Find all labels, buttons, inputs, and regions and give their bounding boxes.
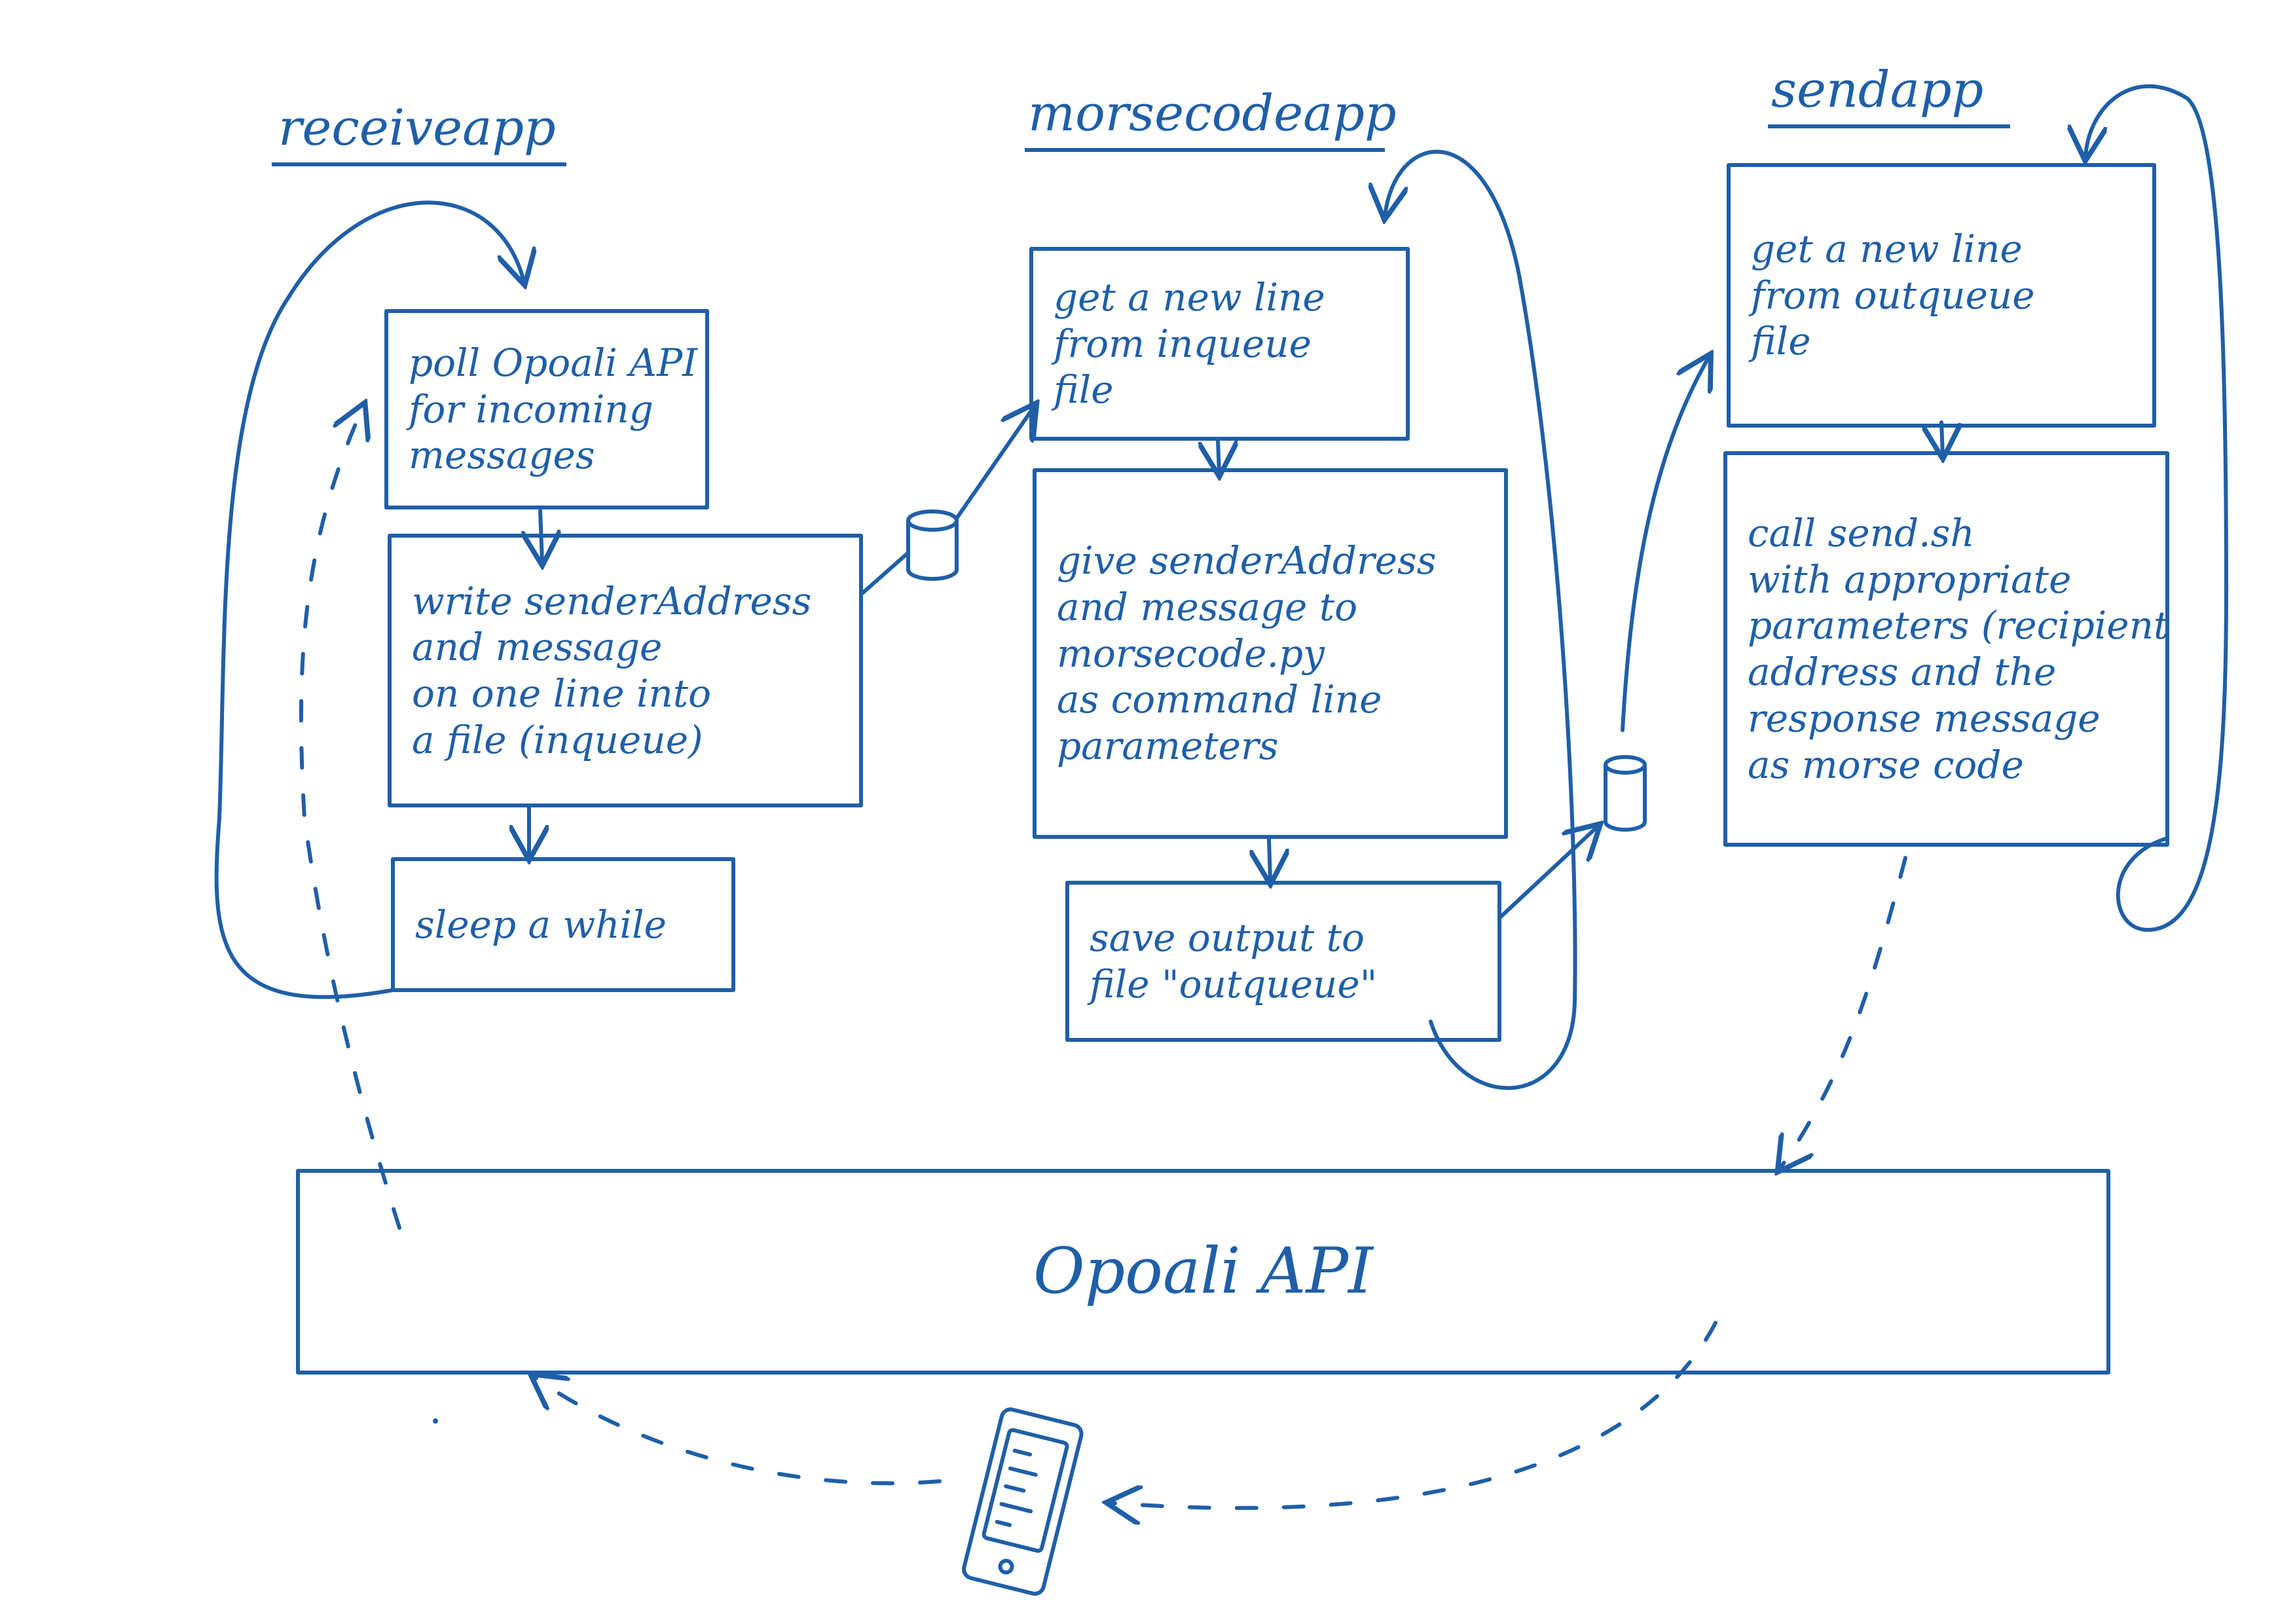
receive-box-sleep-frame	[391, 857, 735, 992]
box-line: parameters (recipient	[1748, 603, 2169, 648]
box-line: address and the	[1748, 650, 2057, 694]
box-line: morsecode.py	[1057, 631, 1325, 676]
box-line: sleep a while	[415, 902, 667, 947]
sendapp-title-underline	[1768, 124, 2010, 128]
mobile-phone-icon	[962, 1407, 1084, 1596]
receive-box-sleep: sleep a while	[393, 859, 733, 990]
receive-box-poll-frame	[384, 309, 709, 509]
morse-box-give-frame	[1033, 468, 1508, 839]
receive-box-write: write senderAddress and message on one l…	[390, 536, 861, 805]
send-box-getline: get a new line from outqueue file	[1729, 165, 2154, 426]
box-line: and message to	[1057, 584, 1358, 629]
box-line: as morse code	[1748, 742, 2024, 787]
box-line: for incoming	[409, 386, 653, 432]
box-line: response message	[1748, 695, 2101, 741]
arrow-give-to-save	[1269, 838, 1270, 881]
send-loop-arrow	[2085, 84, 2228, 932]
receiveapp-title: receiveapp	[278, 98, 556, 157]
box-line: from inqueue	[1054, 321, 1312, 366]
api-to-receive-dashed	[299, 406, 401, 1230]
box-line: write senderAddress	[412, 578, 812, 623]
receive-box-write-frame	[388, 534, 863, 807]
sendapp-title: sendapp	[1771, 60, 1984, 119]
box-line: parameters	[1057, 724, 1279, 769]
morsecodeapp-title: morsecodeapp	[1028, 84, 1397, 142]
box-line: with appropriate	[1748, 557, 2072, 602]
arrow-write-to-inqueue	[861, 551, 909, 595]
box-line: and message	[412, 625, 663, 670]
box-line: as command line	[1057, 677, 1382, 722]
arrow-getline-to-call	[1941, 420, 1943, 455]
receiveapp-title-underline	[272, 162, 566, 166]
morse-box-save: save output to file "outqueue"	[1067, 883, 1499, 1040]
box-line: from outqueue	[1751, 272, 2035, 318]
arrow-outqueue-to-send	[1621, 357, 1709, 732]
opoali-api-bar: Opoali API	[298, 1171, 2108, 1373]
box-line: file	[1054, 367, 1114, 413]
morse-box-getline: get a new line from inqueue file	[1031, 249, 1408, 439]
arrow-save-to-outqueue	[1499, 826, 1598, 919]
box-line: get a new line	[1751, 226, 2023, 271]
box-line: file	[1751, 319, 1811, 364]
box-line: save output to	[1090, 915, 1365, 961]
arrow-inqueue-to-morse	[955, 406, 1035, 519]
stray-mark	[433, 1418, 438, 1424]
arrow-poll-to-write	[540, 509, 542, 562]
opoali-api-label: Opoali API	[1033, 1234, 1373, 1308]
inqueue-cylinder-icon	[906, 509, 959, 581]
box-line: on one line into	[412, 671, 712, 716]
box-line: poll Opoali API	[409, 340, 698, 385]
morse-loop-arrow	[1385, 149, 1577, 1090]
outqueue-cylinder-icon	[1604, 755, 1647, 832]
phone-to-api-dashed	[534, 1376, 942, 1486]
box-line: file "outqueue"	[1090, 962, 1378, 1006]
morsecodeapp-title-underline	[1025, 148, 1385, 152]
morse-box-give: give senderAddress and message to morsec…	[1035, 470, 1506, 837]
send-box-call: call send.sh with appropriate parameters…	[1725, 453, 2169, 845]
api-to-phone-dashed	[1110, 1321, 1717, 1508]
arrow-getline-to-give	[1218, 438, 1219, 473]
box-line: give senderAddress	[1057, 538, 1437, 583]
receive-loop-arrow	[214, 200, 524, 999]
box-line: call send.sh	[1748, 510, 1975, 555]
morse-box-getline-frame	[1029, 247, 1410, 441]
box-line: get a new line	[1054, 274, 1325, 320]
receive-box-poll: poll Opoali API for incoming messages	[386, 311, 707, 507]
opoali-api-frame	[296, 1169, 2110, 1375]
send-to-api-dashed	[1780, 856, 1907, 1169]
box-line: messages	[409, 433, 595, 478]
box-line: a file (inqueue)	[412, 717, 703, 762]
